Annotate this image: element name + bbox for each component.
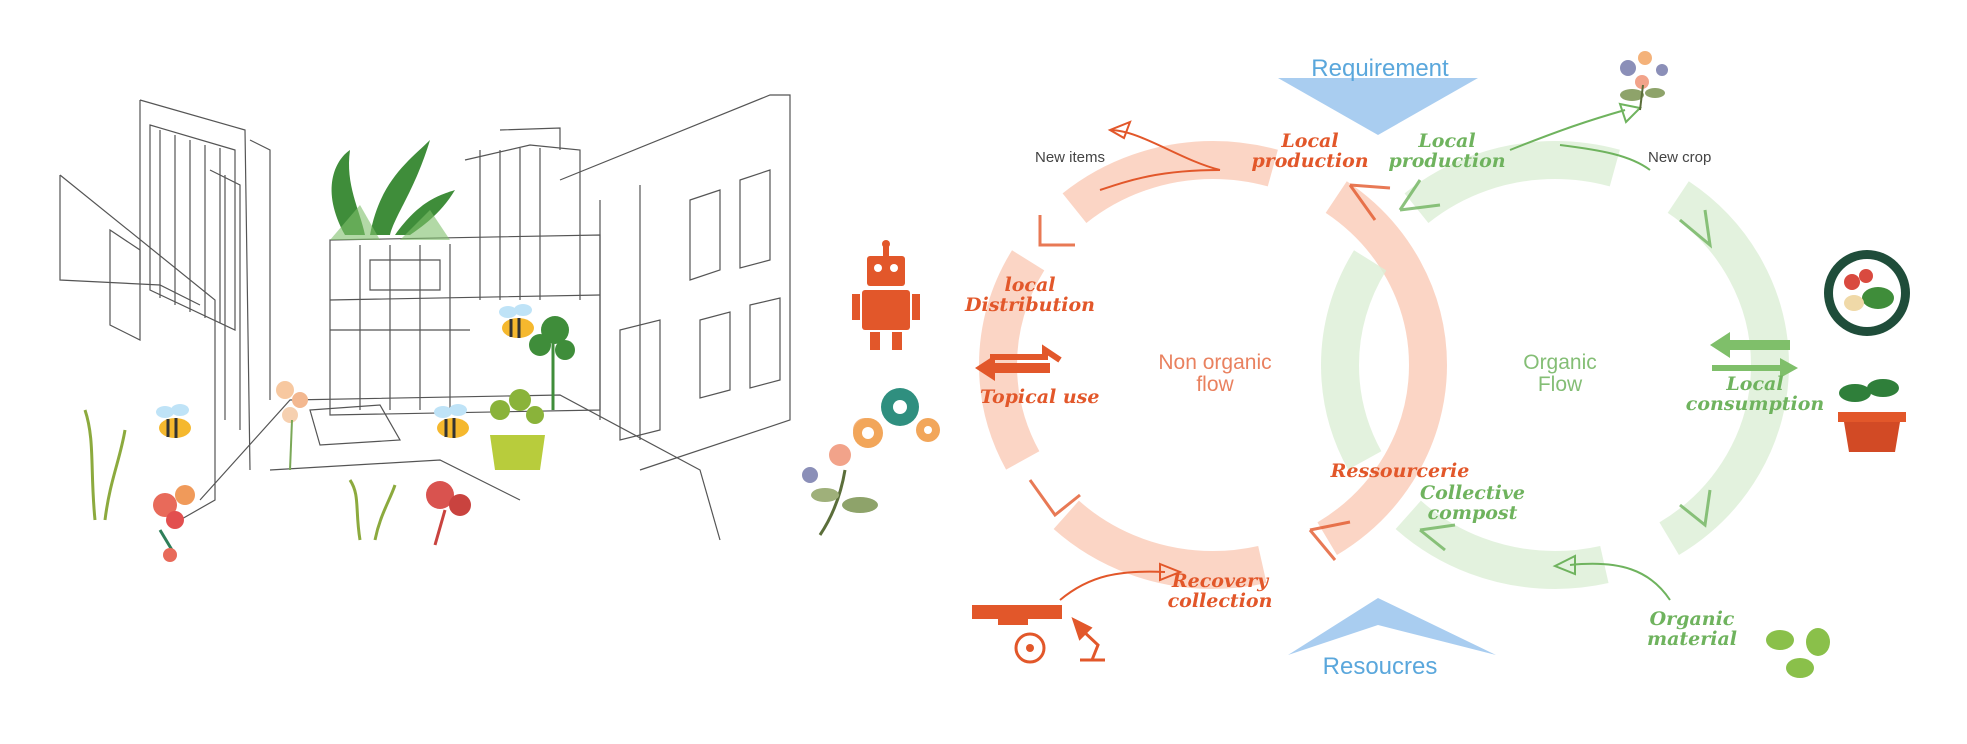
label-line: local <box>1004 274 1056 296</box>
topical-use-label: Topical use <box>980 386 1100 408</box>
resources-label: Resoucres <box>1322 653 1438 680</box>
plant-pot-icon <box>1838 379 1906 452</box>
plate-icon <box>1824 250 1910 336</box>
label-line: Local <box>1726 373 1784 395</box>
label-line: Organic <box>1649 608 1735 630</box>
collective-compost-label: Collective compost <box>1410 482 1535 524</box>
bee-icon <box>434 404 469 438</box>
flower-icon <box>426 481 471 546</box>
gears-icon <box>853 388 940 448</box>
label-line: material <box>1646 627 1738 650</box>
resources-arrow <box>1288 598 1496 655</box>
chevron-down-icon <box>1679 489 1712 528</box>
recovery-collection-label: Recovery collection <box>1160 570 1280 612</box>
flower-icon <box>1620 51 1668 111</box>
flow-title-line: Organic <box>1523 351 1597 374</box>
organic-material-arrow <box>1569 562 1671 601</box>
requirement-arrow <box>1278 78 1478 135</box>
label-line: consumption <box>1685 392 1825 415</box>
bee-icon <box>499 304 534 338</box>
chevron-down-icon <box>1028 479 1081 518</box>
recovery-arrow <box>1059 570 1166 601</box>
new-crop-label: New crop <box>1648 149 1712 166</box>
label-line: collection <box>1167 589 1273 612</box>
flow-title-line: flow <box>1196 373 1234 397</box>
label-line: compost <box>1427 501 1518 524</box>
local-consumption-label: Local consumption <box>1685 373 1825 415</box>
consumption-double-arrow <box>1710 332 1790 358</box>
local-production-orange-label: Local production <box>1245 130 1375 172</box>
distribution-double-arrow <box>975 355 1050 381</box>
chevron-up-icon <box>1419 523 1456 552</box>
label-line: production <box>1251 149 1369 172</box>
chevron-up-icon <box>1308 520 1351 561</box>
chevron-down-icon <box>1038 215 1075 247</box>
flower-icon <box>153 485 195 562</box>
fan-icon <box>972 605 1062 664</box>
non-organic-flow-label: Non organic flow <box>1120 351 1310 397</box>
local-production-green-label: Local production <box>1382 130 1512 172</box>
label-line: Local <box>1281 130 1339 152</box>
label-line: Recovery <box>1171 570 1269 592</box>
lamp-icon <box>1071 617 1105 662</box>
courtyard-sketch <box>59 94 940 562</box>
flow-title-line: Non organic <box>1158 351 1272 374</box>
robot-icon <box>852 240 920 350</box>
organic-material-label: Organic material <box>1642 608 1742 650</box>
organic-flow-label: Organic Flow <box>1500 351 1620 397</box>
requirement-label: Requirement <box>1311 55 1449 82</box>
flower-icon <box>276 381 308 471</box>
label-line: Collective <box>1419 482 1525 504</box>
flow-title-line: Flow <box>1537 373 1583 397</box>
new-crop-arrow <box>1509 109 1626 151</box>
chevron-down-icon <box>1679 209 1713 249</box>
label-line: Distribution <box>965 293 1095 316</box>
chevron-up-icon <box>1348 183 1391 221</box>
recycle-leaves-icon <box>1766 628 1830 678</box>
new-items-label: New items <box>1035 149 1106 166</box>
label-line: production <box>1388 149 1506 172</box>
chevron-up-icon <box>1398 179 1441 212</box>
new-items-arrow <box>1109 129 1221 171</box>
local-distribution-label: local Distribution <box>965 274 1095 316</box>
label-line: Local <box>1418 130 1476 152</box>
bee-icon <box>156 404 191 438</box>
ressourcerie-label: Ressourcerie <box>1330 460 1470 482</box>
